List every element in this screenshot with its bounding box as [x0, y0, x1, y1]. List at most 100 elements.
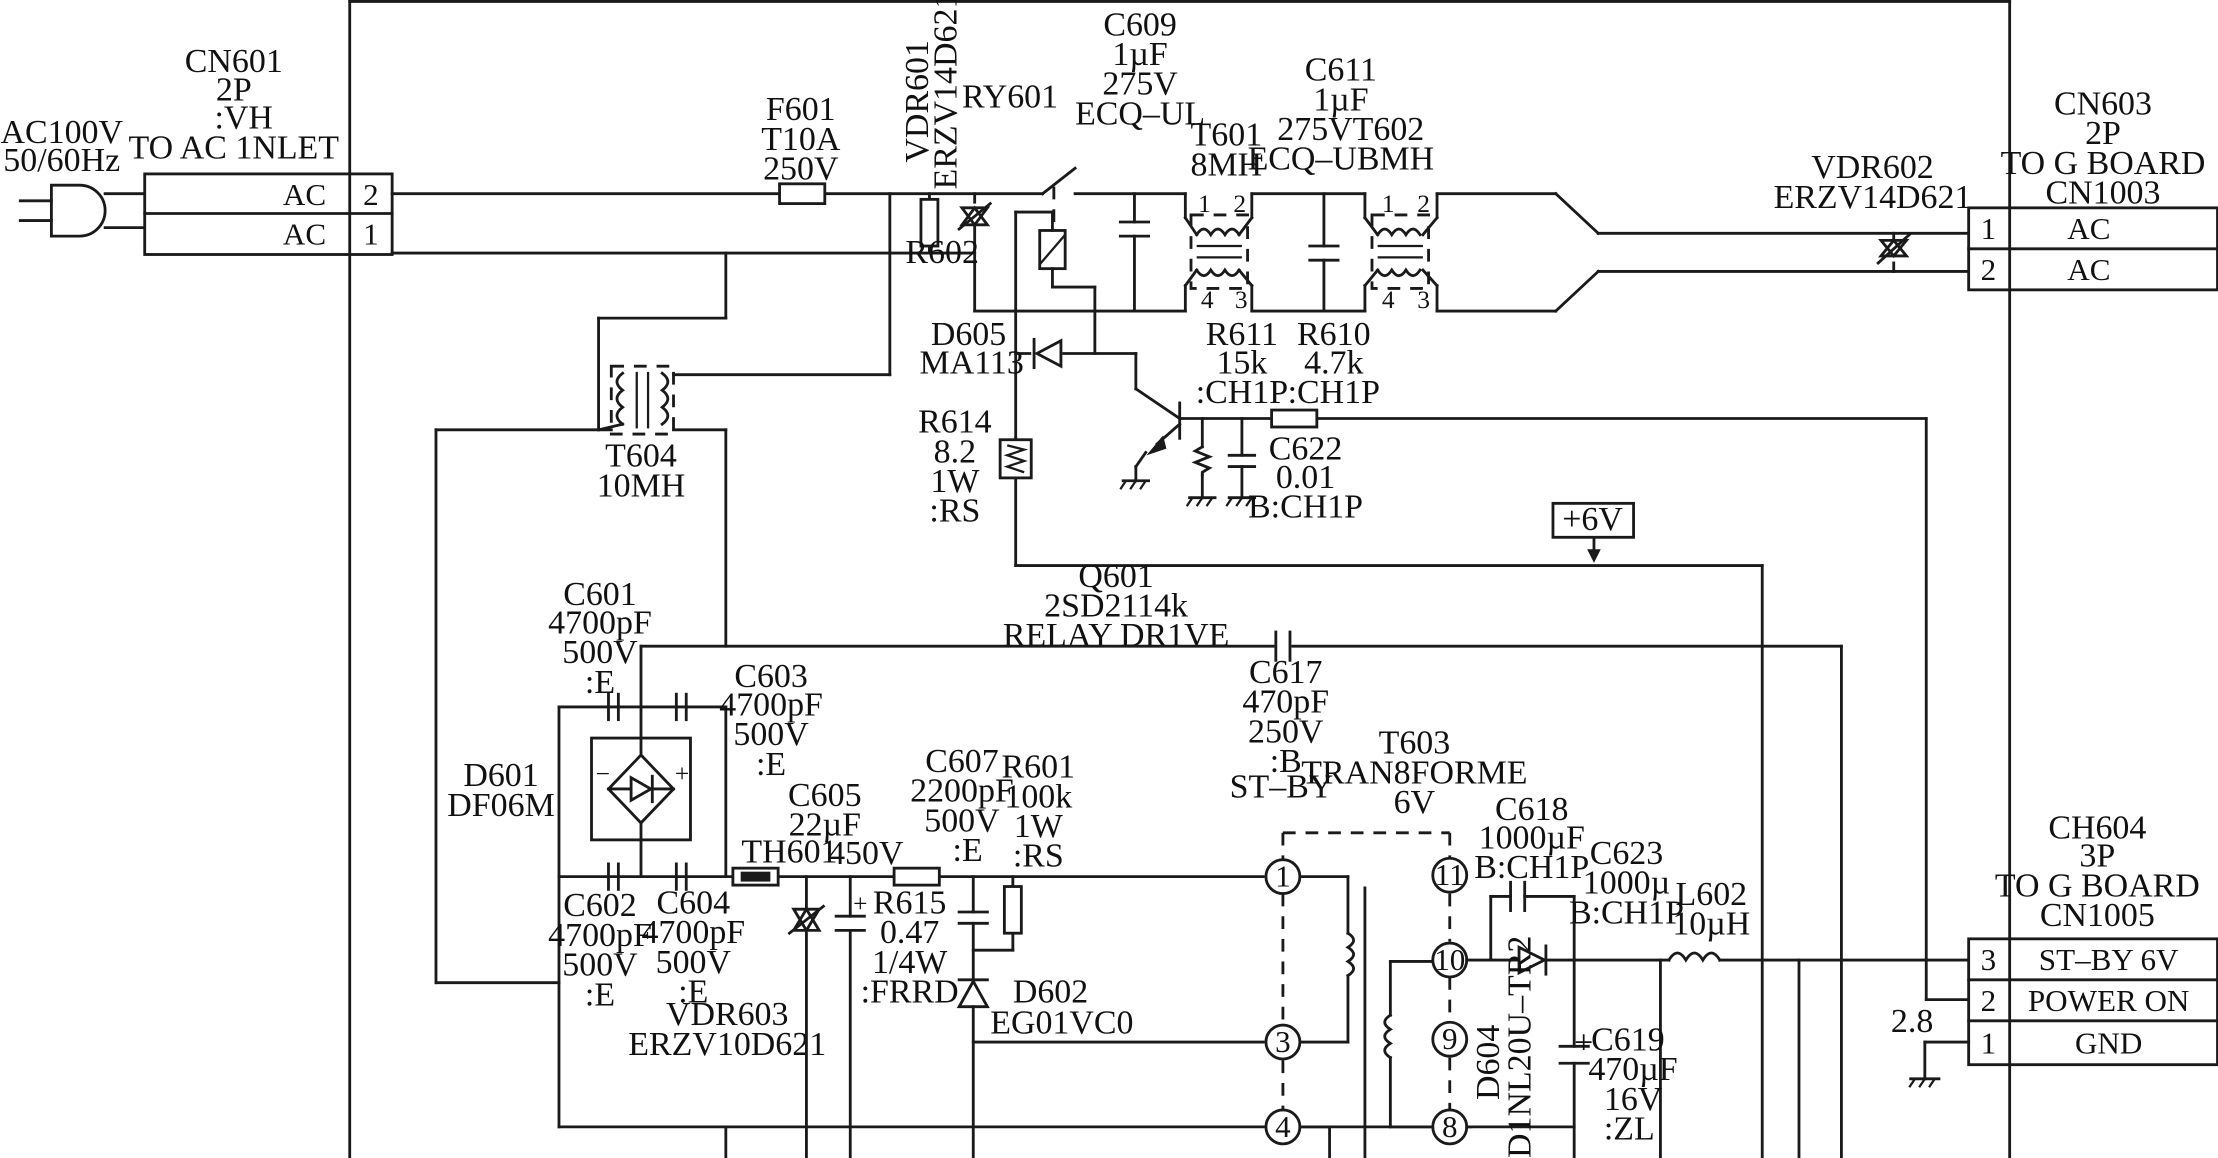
- r615-ref: R615: [873, 884, 947, 921]
- cn603-connector: 1 AC 2 AC: [1967, 206, 2218, 292]
- c618-value: 1000µF: [1479, 819, 1585, 856]
- f601-fuse: [778, 182, 827, 206]
- vdr601-ref: VDR601: [899, 40, 936, 163]
- c601-type: :E: [585, 664, 615, 701]
- r610-value: 4.7k: [1304, 344, 1363, 381]
- plus-6v-label: +6V: [1562, 501, 1623, 538]
- d605-diode: [1032, 337, 1063, 370]
- l602-value: 10µH: [1672, 906, 1750, 943]
- r611-type: :CH1P: [1196, 374, 1288, 411]
- th601-thermistor: [731, 866, 780, 887]
- q601-ref: Q601: [1078, 558, 1153, 595]
- c611-voltage: 275VT602: [1277, 111, 1424, 148]
- r601-ref: R601: [1002, 749, 1076, 786]
- t601-pin-2: 2: [1233, 189, 1246, 218]
- c603-value: 4700pF: [719, 686, 823, 723]
- c617-type: :B: [1270, 743, 1302, 780]
- c622-ground-icon: [1225, 496, 1257, 507]
- t603-pin-4: 4: [1275, 1109, 1291, 1144]
- t603-voltage: 6V: [1394, 784, 1436, 821]
- c607-ref: C607: [925, 743, 999, 780]
- c609-type: ECQ–UL: [1075, 95, 1205, 132]
- d601-plus: +: [675, 759, 689, 788]
- c611-type: ECQ–UBMH: [1248, 141, 1435, 178]
- c622-type: B:CH1P: [1248, 488, 1363, 525]
- ch604-row-3-label: GND: [2075, 1025, 2142, 1060]
- c603-capacitor: [674, 692, 688, 722]
- c622-ref: C622: [1269, 431, 1343, 468]
- cn601-destination: TO AC 1NLET: [129, 129, 340, 166]
- ch604-row-1-label: ST–BY 6V: [2039, 942, 2179, 977]
- r614-value: 8.2: [934, 433, 976, 470]
- ch604-destination: TO G BOARD: [1995, 867, 2200, 904]
- r614-power: 1W: [930, 463, 979, 500]
- t604-wiring: [434, 251, 892, 985]
- t601-pin-4: 4: [1201, 285, 1214, 314]
- r601-power: 1W: [1014, 808, 1063, 845]
- c605-plus: +: [853, 889, 867, 918]
- c604-ref: C604: [657, 884, 731, 921]
- t602-pin-3: 3: [1417, 285, 1430, 314]
- power-on-voltage: 2.8: [1891, 1003, 1933, 1040]
- q601-ground-icon: [1119, 479, 1151, 490]
- cn601-type: :VH: [214, 100, 272, 137]
- cn601-ref: CN601: [185, 43, 283, 80]
- c619-value: 470µF: [1588, 1051, 1677, 1088]
- vdr603-ref: VDR603: [666, 996, 789, 1033]
- t601-value: 8MH: [1191, 146, 1263, 183]
- d602-diode: [956, 978, 990, 1009]
- c605-capacitor: [834, 914, 866, 932]
- ch604-row-3-pin: 1: [1981, 1025, 1997, 1060]
- c602-voltage: 500V: [562, 947, 638, 984]
- t602-pin-4: 4: [1382, 285, 1395, 314]
- cn603-conn: CN1003: [2046, 175, 2161, 212]
- d601-minus: −: [596, 759, 610, 788]
- d601-part: DF06M: [447, 787, 554, 824]
- t602-pin-1: 1: [1382, 189, 1395, 218]
- c607-capacitor: [957, 910, 989, 925]
- cn603-pins: 2P: [2085, 115, 2121, 152]
- q601-part: 2SD2114k: [1044, 587, 1188, 624]
- r610-ref: R610: [1297, 316, 1371, 353]
- r601-resistor: [1002, 885, 1023, 935]
- d602-ref: D602: [1013, 973, 1088, 1010]
- q601-transistor: [1133, 401, 1182, 483]
- d604-part: D1NL20U–TR2: [1501, 936, 1538, 1158]
- primary-rail-wiring: [724, 875, 1265, 1158]
- cn601-row-1-label: AC: [283, 177, 326, 212]
- ch604-row-2-label: POWER ON: [2028, 983, 2190, 1018]
- relay-drive-wiring: [1014, 352, 1971, 1158]
- c609-voltage: 275V: [1102, 66, 1178, 103]
- ch604-pins: 3P: [2079, 838, 2115, 875]
- c619-plus: +: [1574, 1024, 1593, 1061]
- t601-pin-1: 1: [1198, 189, 1211, 218]
- t603-part: TRAN8FORME: [1301, 754, 1527, 791]
- t601-pin-3: 3: [1235, 285, 1248, 314]
- c604-voltage: 500V: [656, 944, 732, 981]
- cn603-destination: TO G BOARD: [2001, 145, 2206, 182]
- vdr602-varistor: [1876, 232, 1912, 265]
- r601-type: :RS: [1013, 838, 1064, 875]
- c601-value: 4700pF: [548, 604, 652, 641]
- c611-capacitor: [1308, 244, 1340, 262]
- cn603-row-1-pin: 1: [1981, 211, 1997, 246]
- mains-voltage-label: AC100V: [0, 114, 123, 151]
- c601-voltage: 500V: [562, 634, 638, 671]
- c603-voltage: 500V: [733, 716, 809, 753]
- c617-voltage: 250V: [1248, 713, 1324, 750]
- t603-pin-8: 8: [1442, 1109, 1458, 1144]
- d604-ref: D604: [1470, 1025, 1507, 1100]
- l602-ref: L602: [1676, 876, 1748, 913]
- c622-capacitor: [1227, 453, 1257, 469]
- c602-value: 4700pF: [548, 917, 652, 954]
- vdr601-varistor: [957, 201, 993, 232]
- c609-capacitor: [1118, 220, 1151, 238]
- c623-ref: C623: [1590, 835, 1664, 872]
- d602-part: EG01VC0: [990, 1005, 1133, 1042]
- c619-capacitor: [1558, 1044, 1590, 1065]
- ch604-row-2-pin: 2: [1981, 983, 1997, 1018]
- t602-line-filter: [1362, 213, 1440, 290]
- gnd-ground-icon: [1908, 1077, 1941, 1088]
- vdr601-part: ERZV14D621: [927, 0, 964, 189]
